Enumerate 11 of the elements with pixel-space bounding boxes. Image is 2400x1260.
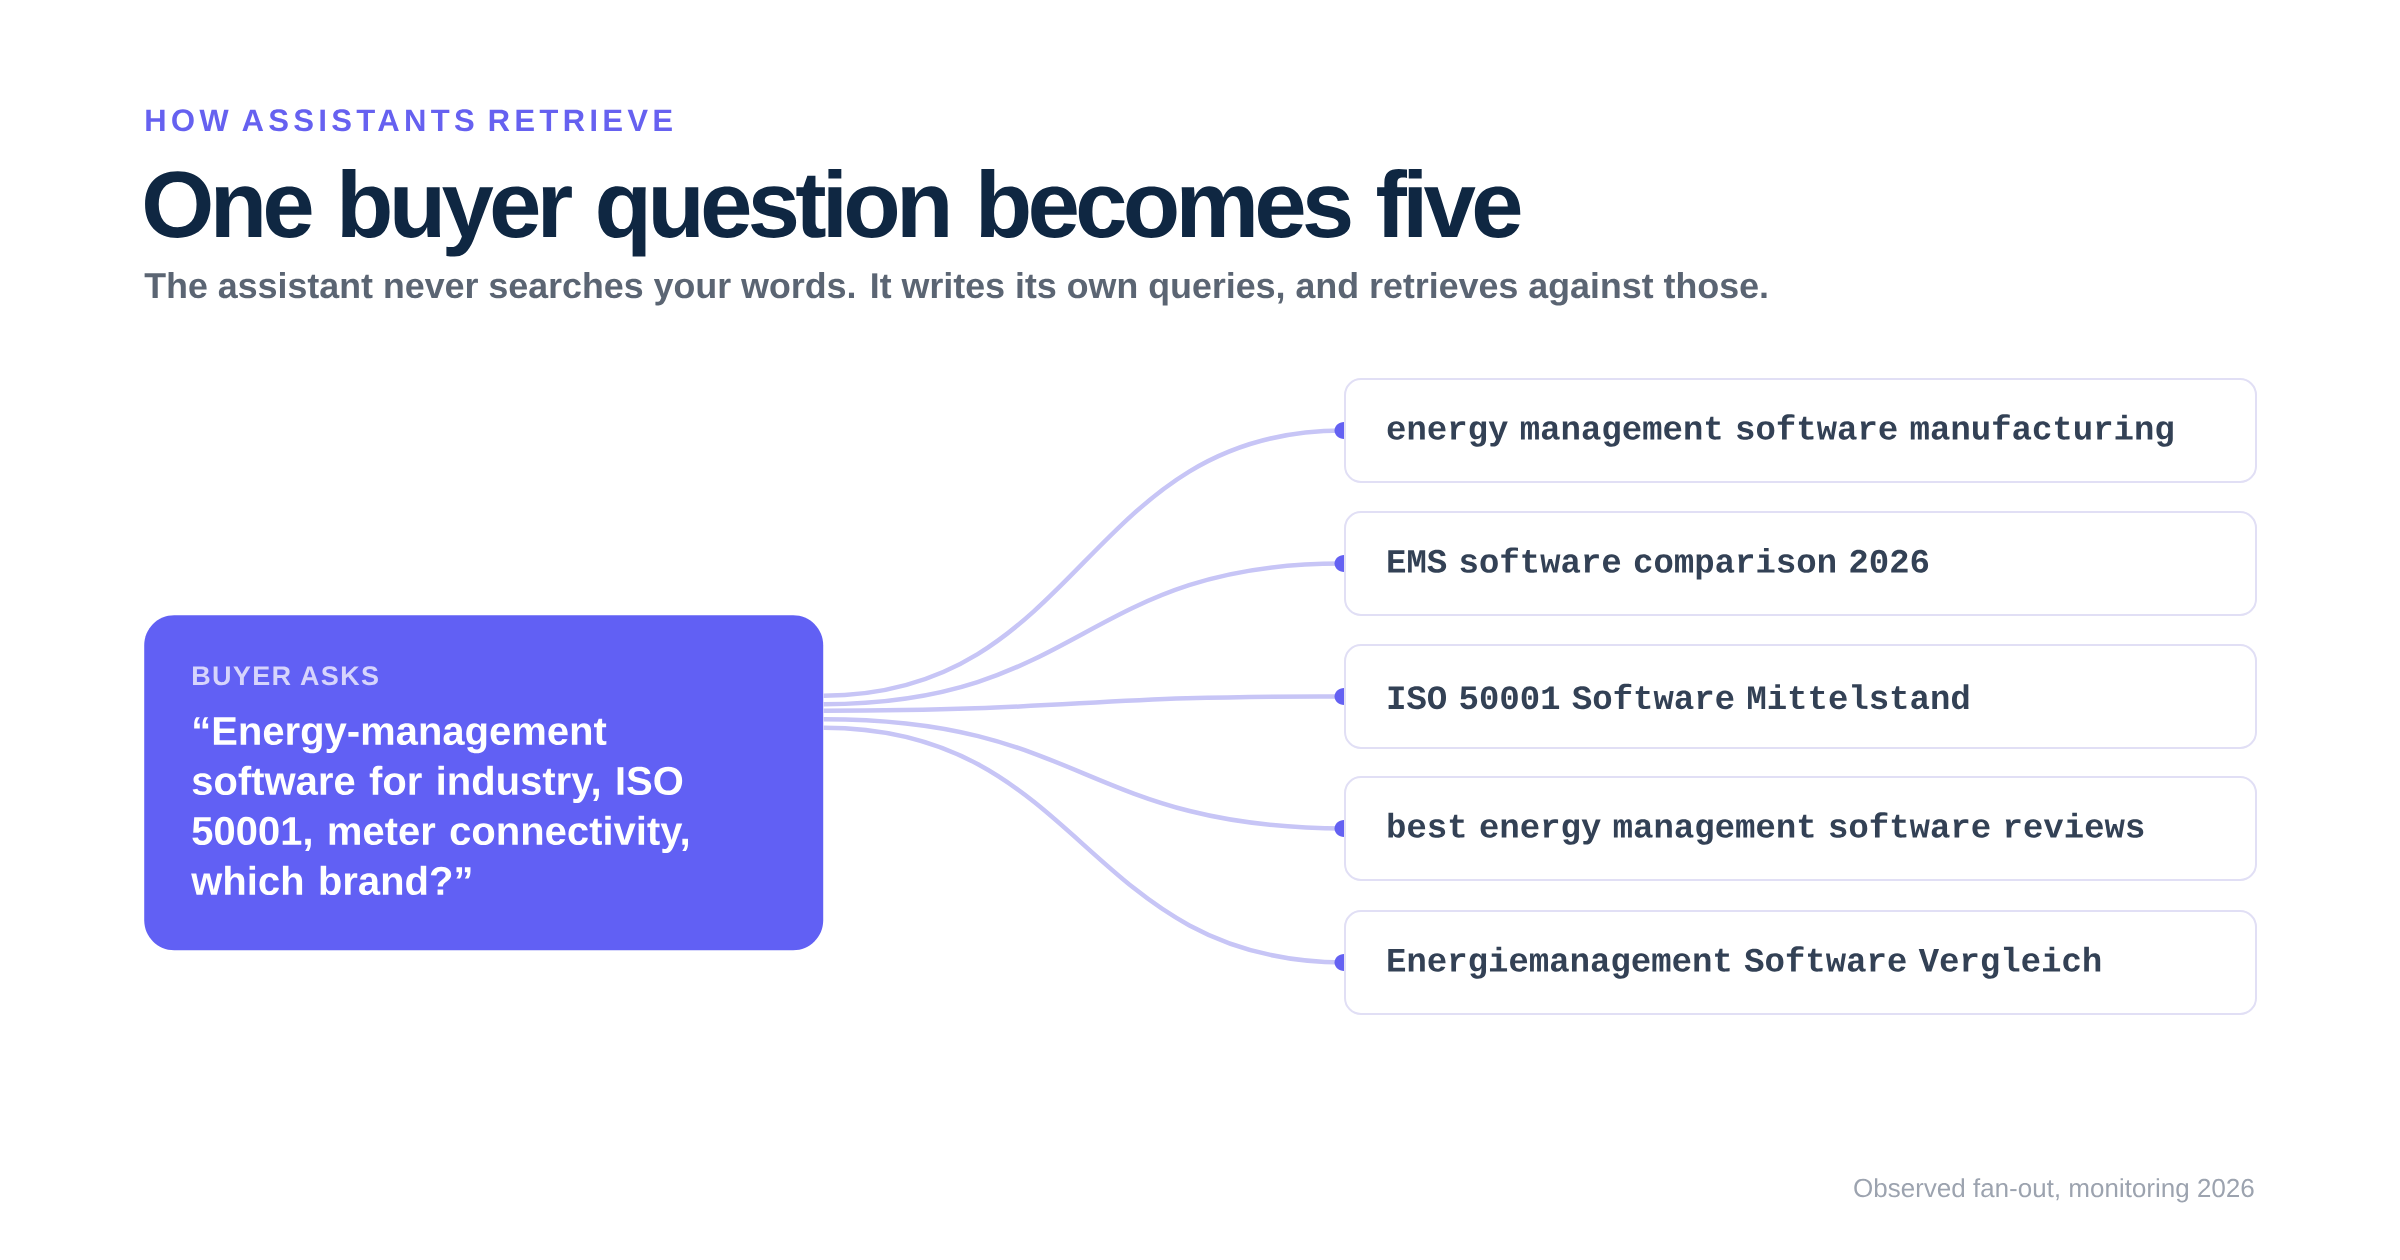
title: One buyer question becomes five (145, 168, 1521, 257)
kicker-label: HOW ASSISTANTS RETRIEVE (146, 109, 672, 132)
query-box: energy management software manufacturing (1344, 378, 2257, 483)
subtitle: The assistant never searches your words. It writes its own queries, and retrieves against those. (144, 272, 1767, 306)
question-text: “Energy-management software for industry, ISO 50001, meter connectivity, which brand?” (191, 717, 688, 896)
query-box: Energiemanagement Software Vergleich (1344, 910, 2257, 1015)
footnote: Observed fan-out, monitoring 2026 (1854, 1178, 2254, 1203)
query-box: EMS software comparison 2026 (1344, 511, 2257, 616)
query-box: best energy management software reviews (1344, 776, 2257, 881)
card-label: BUYER ASKS (193, 666, 378, 686)
query-box: ISO 50001 Software Mittelstand (1344, 644, 2257, 749)
